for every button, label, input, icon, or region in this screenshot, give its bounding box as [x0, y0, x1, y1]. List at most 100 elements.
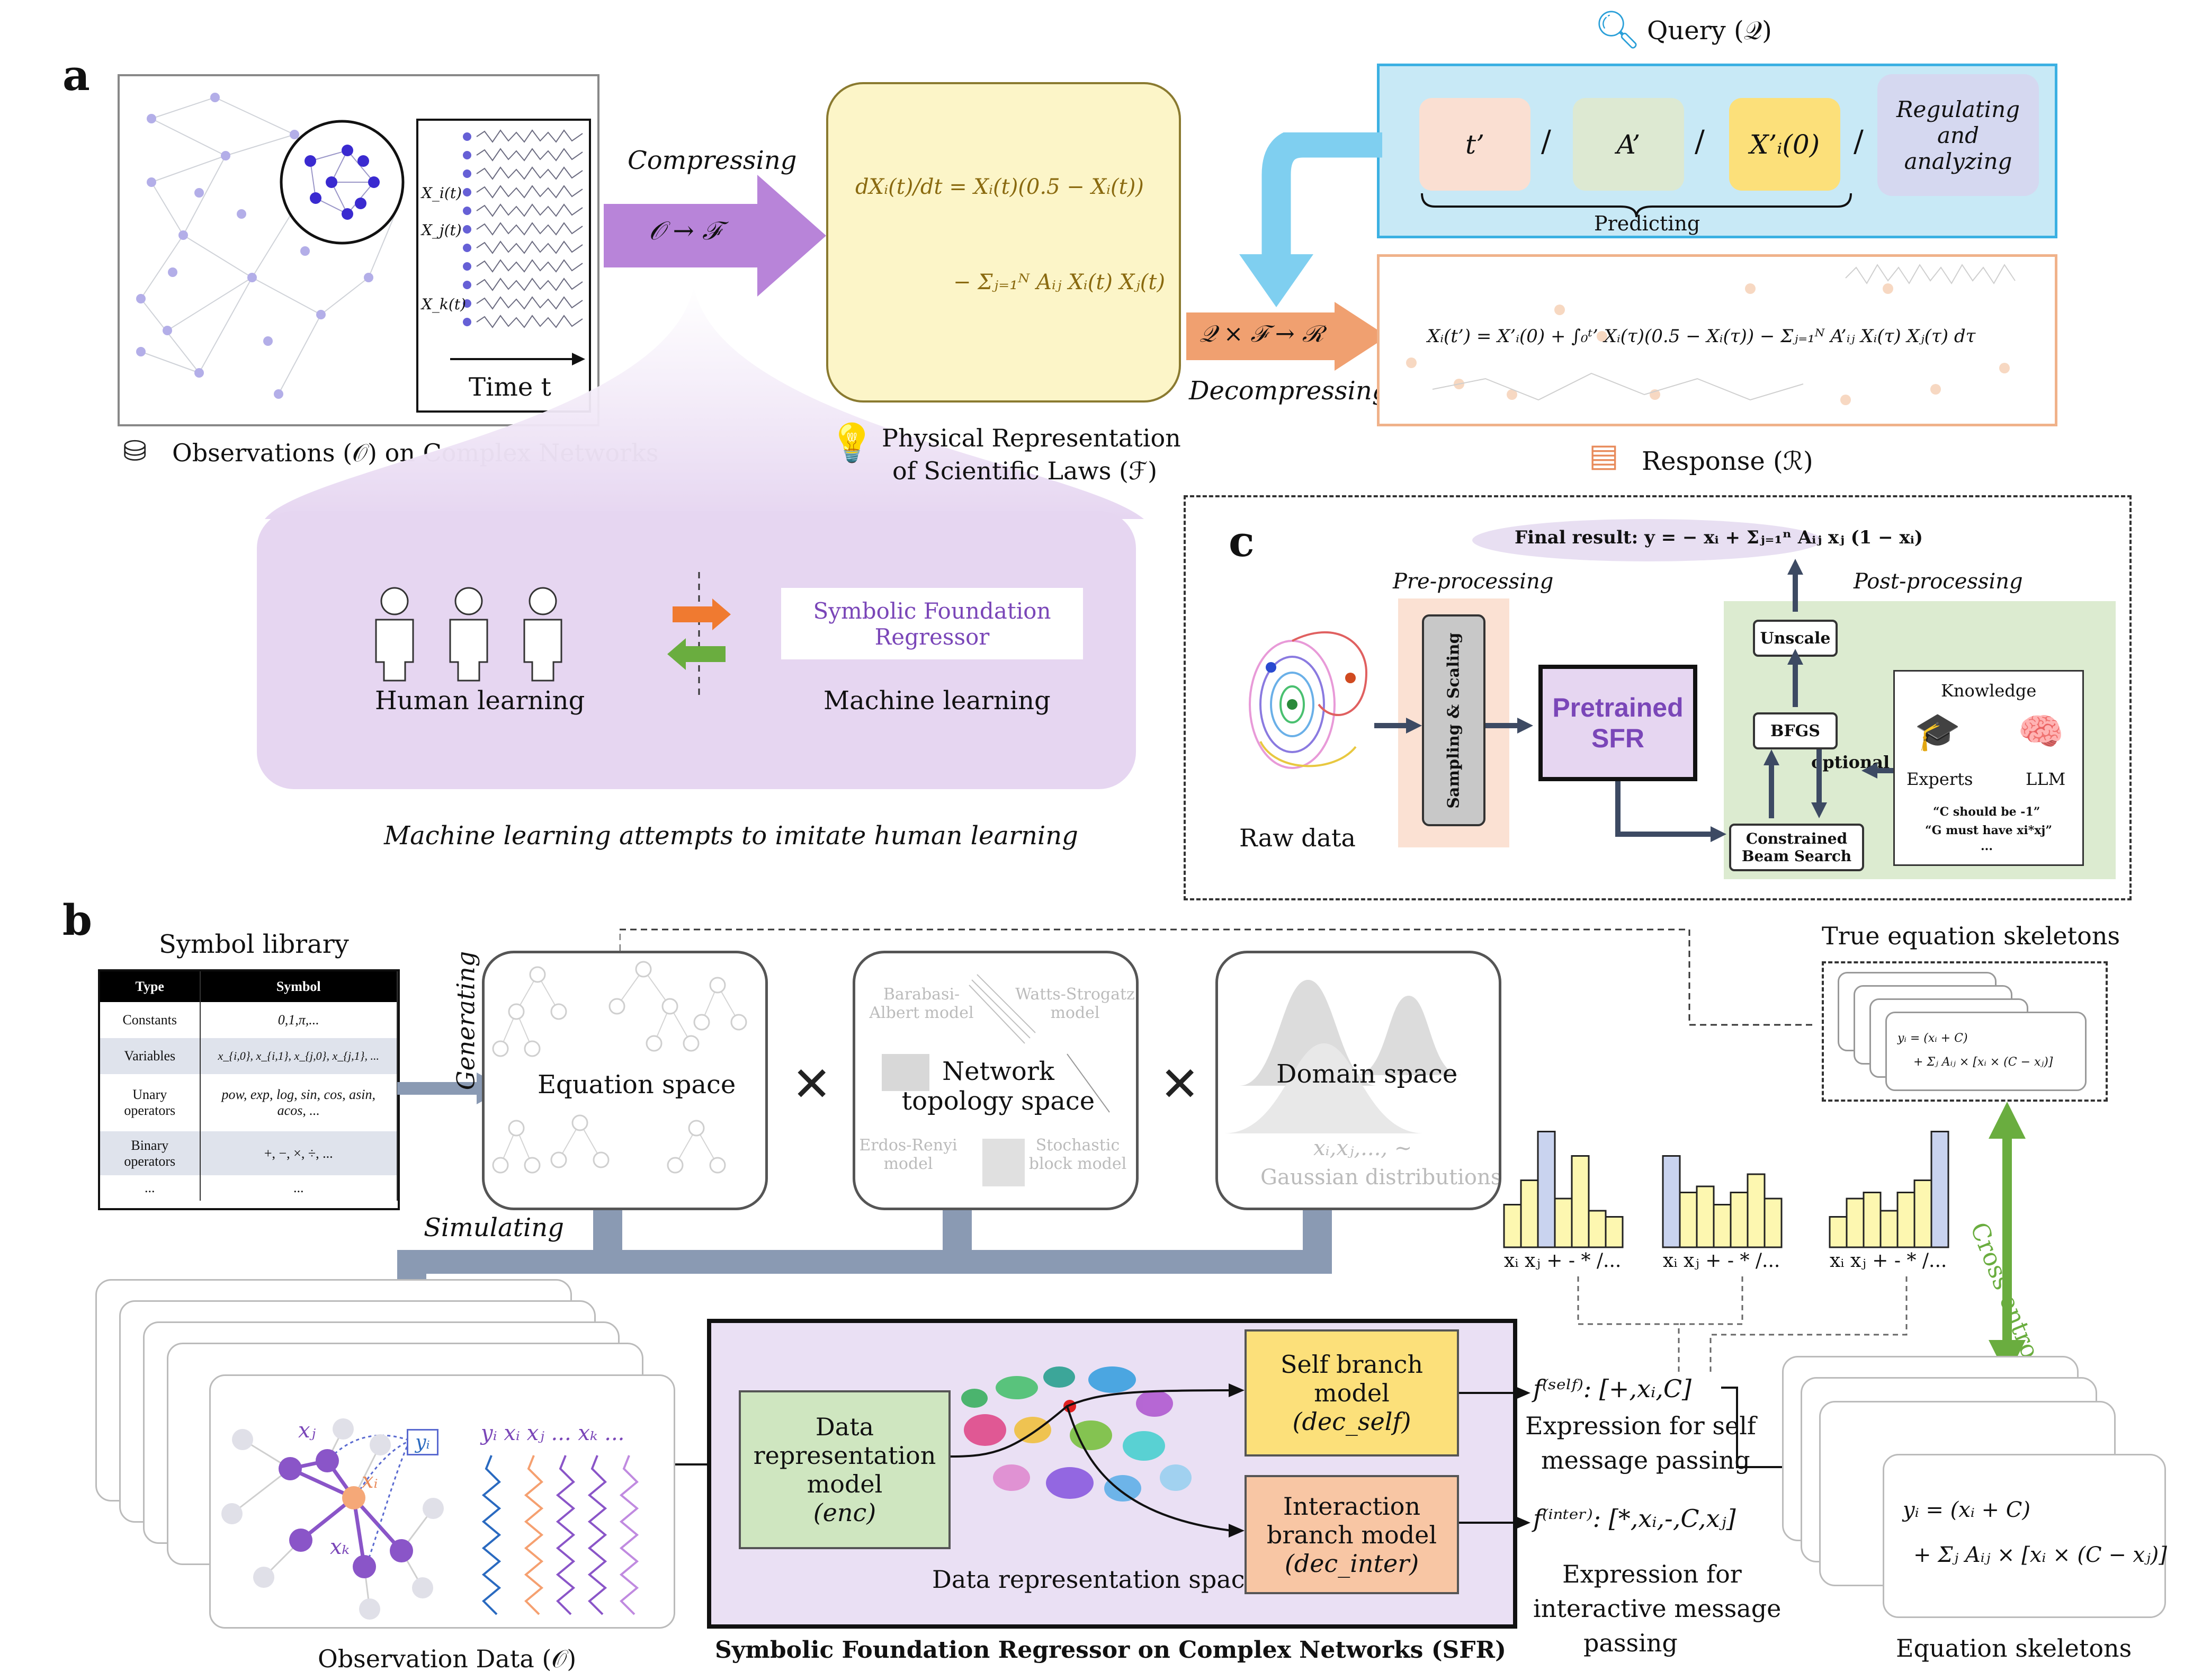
series-header: yᵢ xᵢ xⱼ ... xₖ ... [481, 1421, 625, 1445]
cross-icon-2: ✕ [1160, 1057, 1200, 1112]
raw-data-label: Raw data [1239, 824, 1356, 852]
cross-icon-1: ✕ [792, 1057, 832, 1112]
simulating-label: Simulating [424, 1213, 564, 1243]
panel-c-arrows [1374, 559, 1893, 842]
pretrained-sfr-box: Pretrained SFR [1538, 665, 1697, 781]
response-equation: Xᵢ(t’) = X’ᵢ(0) + ∫₀ᵗ’ Xᵢ(τ)(0.5 − Xᵢ(τ)… [1427, 326, 1976, 347]
human-learning-label: Human learning [375, 686, 585, 716]
query-item-x: X’ᵢ(0) [1729, 98, 1840, 191]
histogram-bar [1588, 1210, 1607, 1248]
histogram-bar [1913, 1179, 1932, 1248]
eq-skel-card-front: yᵢ = (xᵢ + C) + Σⱼ Aᵢⱼ × [xᵢ × (C − xⱼ)] [1883, 1454, 2167, 1618]
domain-space-label: Domain space [1276, 1059, 1458, 1089]
decompress-label: Decompressing [1189, 376, 1389, 406]
label-c: c [1229, 516, 1255, 566]
branch-output-arrows [1459, 1386, 1530, 1530]
net-model-er: Erdos-Renyi model [859, 1136, 957, 1173]
histogram-bar [1764, 1198, 1783, 1248]
law-label-line2: of Scientific Laws (ℱ) [892, 457, 1158, 485]
rule-3: ... [1981, 839, 1993, 853]
llm-label: LLM [2026, 769, 2066, 789]
histogram-bar [1713, 1204, 1732, 1248]
human-figures [375, 587, 562, 682]
panel-c-box [1184, 495, 2132, 900]
brain-icon: 🧠 [2018, 710, 2064, 753]
data-space-label: Data representation space [932, 1565, 1259, 1594]
node-label-xi: xᵢ [362, 1469, 378, 1493]
histogram-bar [1696, 1185, 1715, 1248]
network-space-box: Barabasi-Albert model Watts-Strogatz mod… [853, 951, 1139, 1210]
true-skeleton-line2: + Σⱼ Aᵢⱼ × [xᵢ × (C − xⱼ)] [1913, 1056, 2053, 1069]
histogram-bar [1829, 1216, 1848, 1248]
f-self: f⁽ˢᵉˡᶠ⁾: [+,xᵢ,C] [1533, 1374, 1691, 1403]
table-cell: x_{i,0}, x_{i,1}, x_{j,0}, x_{j,1}, ... [200, 1038, 398, 1074]
search-icon: 🔍︎ [1594, 8, 1641, 51]
query-label: Query (𝒬) [1647, 16, 1772, 46]
series-label-j: X_j(t) [422, 221, 462, 239]
table-cell: Binary operators [100, 1131, 201, 1175]
histogram-bar [1554, 1198, 1573, 1248]
query-sep-2: / [1695, 124, 1705, 159]
true-skeletons-title: True equation skeletons [1822, 922, 2120, 950]
histogram-bar [1846, 1198, 1865, 1248]
law-equation-line1: dXᵢ(t)/dt = Xᵢ(t)(0.5 − Xᵢ(t)) [855, 175, 1144, 199]
inter-bracket [1737, 1467, 1769, 1562]
experts-label: Experts [1906, 769, 1973, 789]
response-icon: ▤ [1589, 437, 1619, 474]
table-cell: pow, exp, log, sin, cos, asin, acos, ... [200, 1074, 398, 1131]
regulating-box: Regulating and analyzing [1877, 74, 2039, 196]
time-label: Time t [469, 372, 551, 402]
domain-space-box: Domain space xᵢ,xⱼ,..., ~ Gaussian distr… [1215, 951, 1501, 1210]
node-label-yi: yᵢ [407, 1429, 438, 1455]
generating-label: Generating [451, 951, 480, 1091]
gaussian-curves [1223, 980, 1462, 1133]
node-label-xk: xₖ [330, 1535, 350, 1559]
compressing-label: Compressing [628, 146, 797, 175]
sfr-label-box: Symbolic Foundation Regressor [781, 588, 1083, 659]
database-icon: ⛁ [123, 434, 147, 468]
histogram-bar [1520, 1179, 1539, 1248]
histogram-bar [1537, 1131, 1556, 1248]
raw-data-attractor [1249, 631, 1368, 769]
obs-card-front: xⱼ xᵢ xₖ yᵢ yᵢ xᵢ xⱼ ... xₖ ... [209, 1374, 675, 1629]
node-label-xj: xⱼ [298, 1418, 316, 1443]
response-label: Response (ℛ) [1642, 446, 1813, 476]
final-result: Final result: y = − xᵢ + Σⱼ₌₁ⁿ Aᵢⱼ xⱼ (1… [1515, 527, 1923, 548]
machine-learning-label: Machine learning [823, 686, 1051, 716]
series-label-k: X_k(t) [422, 296, 466, 313]
net-model-ws: Watts-Strogatz model [1015, 985, 1135, 1022]
equation-space-label: Equation space [538, 1070, 736, 1100]
predicting-label: Predicting [1594, 212, 1700, 235]
pre-processing-label: Pre-processing [1393, 569, 1554, 594]
time-axis-arrow [450, 353, 585, 365]
net-model-ba: Barabasi-Albert model [869, 985, 974, 1022]
decompress-arrow [1186, 302, 1388, 371]
query-item-t: t’ [1419, 98, 1530, 191]
label-b: b [62, 895, 92, 945]
lightbulb-icon: 💡 [829, 421, 875, 464]
eq-skeletons-label: Equation skeletons [1896, 1634, 2132, 1663]
inter-caption-2: interactive message [1533, 1594, 1782, 1623]
physical-law-box [826, 82, 1181, 403]
histogram-bar [1679, 1192, 1698, 1248]
series-label-i: X_i(t) [422, 184, 462, 202]
expert-icon: 🎓 [1914, 710, 1961, 753]
skeleton-card-front: yᵢ = (xᵢ + C) + Σⱼ Aᵢⱼ × [xᵢ × (C − xⱼ)] [1885, 1012, 2087, 1091]
histograms [1503, 1131, 1949, 1248]
compress-formula: 𝒪 → ℱ [649, 216, 721, 246]
query-sep-1: / [1541, 124, 1551, 159]
table-cell: Constants [100, 1002, 201, 1038]
knowledge-box [1893, 670, 2084, 866]
gaussian-line2: Gaussian distributions [1260, 1165, 1501, 1190]
final-result-halo [1472, 519, 1822, 561]
network-thumbnails [882, 974, 1110, 1186]
decompress-formula: 𝒬 × ℱ → ℛ [1200, 320, 1324, 347]
timeseries-callout: X_i(t) X_j(t) X_k(t) Time t [416, 119, 591, 413]
equation-space-box: Equation space [482, 951, 768, 1210]
histogram-bar [1571, 1155, 1590, 1248]
inter-caption-1: Expression for [1562, 1560, 1742, 1588]
bfgs-box: BFGS [1753, 712, 1838, 749]
hist-axis-3: xᵢ xⱼ + - * /... [1830, 1250, 1947, 1272]
table-header-symbol: Symbol [200, 971, 398, 1002]
